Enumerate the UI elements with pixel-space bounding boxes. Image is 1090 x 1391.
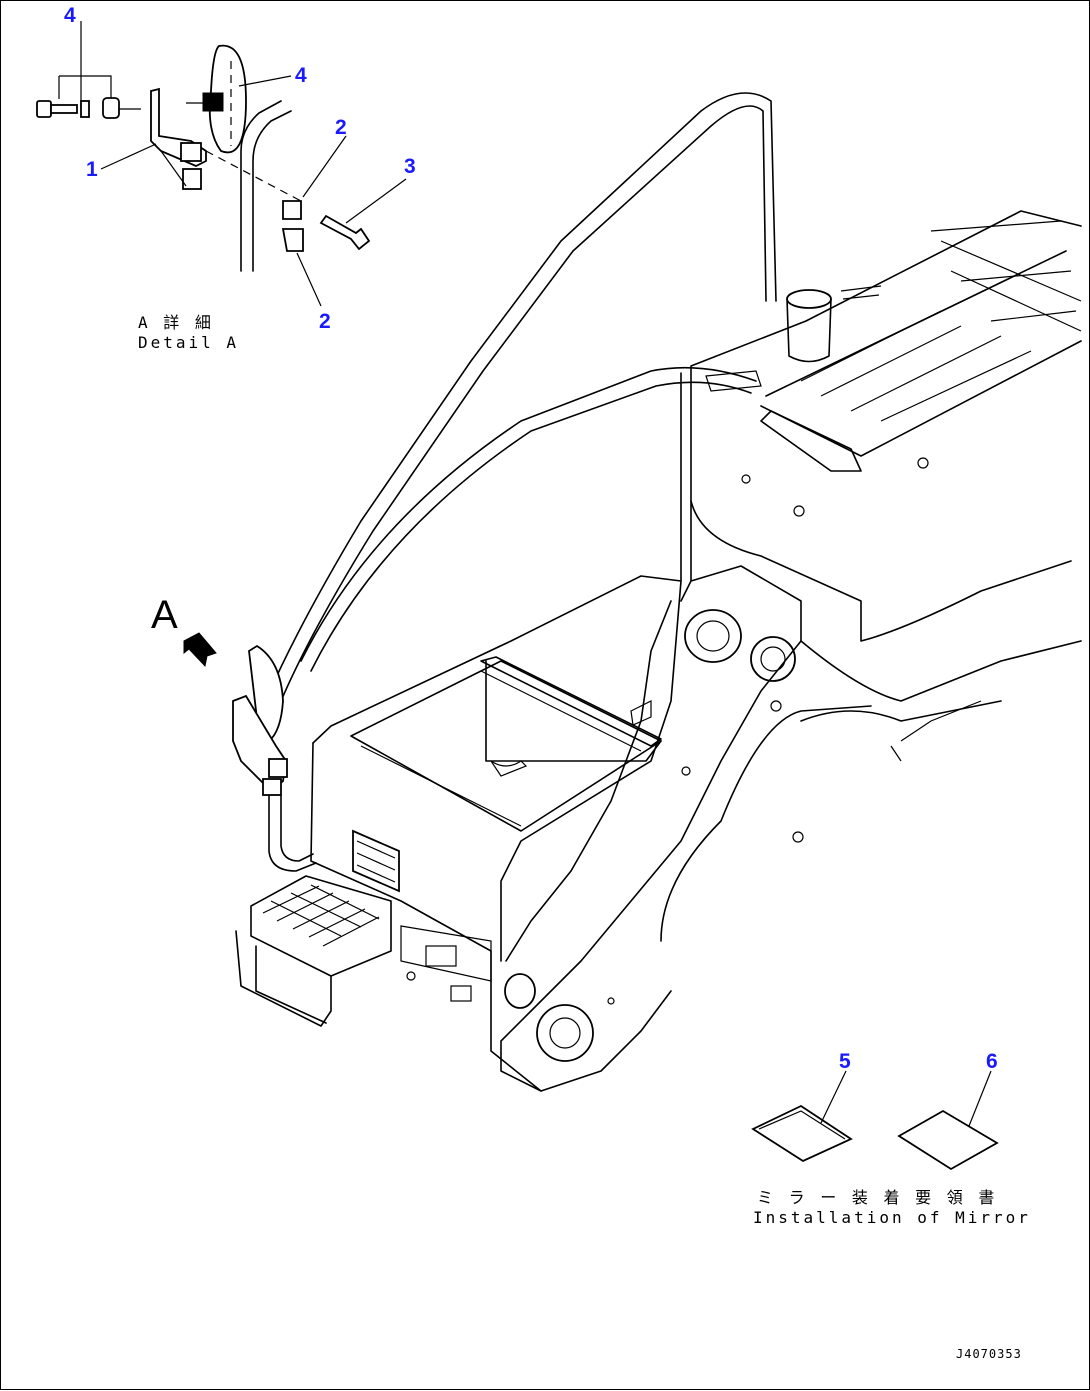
install-caption: ミ ラ ー 装 着 要 領 書 Installation of Mirror: [753, 1188, 1031, 1228]
frame-detail: [890, 700, 982, 762]
callout-2-bottom: 2: [319, 310, 331, 333]
main-handrail: [268, 92, 777, 702]
tank-mark-2: [630, 700, 652, 726]
leader-6: [968, 1070, 992, 1127]
frame-cutout: [660, 705, 872, 942]
callout-4-right: 4: [295, 64, 307, 87]
walkway-grating: [800, 220, 1082, 422]
tank-top-hatch: [360, 670, 642, 827]
callout-1: 1: [86, 158, 98, 181]
revolving-frame: [800, 640, 1082, 722]
instruction-sheets: [751, 1070, 999, 1171]
detail-center-line: [205, 150, 302, 202]
detail-a-caption: A 詳 細 Detail A: [138, 313, 239, 353]
boom-edge: [505, 600, 672, 962]
callout-4-leader-bracket: [58, 21, 112, 109]
access-step: [235, 875, 392, 1027]
callout-5: 5: [839, 1050, 851, 1073]
clamp-part-2: [281, 135, 347, 307]
view-arrow-a: [183, 632, 217, 668]
tank-cap-mark: [490, 760, 528, 777]
install-caption-en: Installation of Mirror: [753, 1208, 1031, 1227]
step-light-box: [400, 925, 492, 1002]
upper-frame-edge: [680, 210, 1082, 582]
bolt-part-3: [319, 178, 407, 251]
drawing-number: J4070353: [956, 1347, 1022, 1361]
detail-a-group: [36, 21, 407, 307]
callout-2-top: 2: [335, 116, 347, 139]
sheet-part-5: [751, 1104, 853, 1163]
handrail-mount: [705, 370, 762, 392]
tank-box-top: [312, 575, 682, 962]
leader-4-right: [238, 75, 292, 87]
leader-5: [820, 1070, 847, 1124]
callout-4-top: 4: [64, 4, 76, 27]
install-caption-jp: ミ ラ ー 装 着 要 領 書: [757, 1188, 998, 1207]
detail-a-caption-en: Detail A: [138, 333, 240, 352]
detail-a-caption-jp: A 詳 細: [138, 313, 214, 332]
fuel-tank-cap: [786, 285, 882, 363]
view-label-a: A: [151, 593, 178, 637]
tank-box-front: [310, 742, 542, 1092]
frame-bolts: [607, 457, 929, 1005]
mirror-disc-part-4: [186, 44, 247, 154]
detail-handrail: [240, 100, 292, 272]
machine-upper-structure: [183, 92, 1082, 1092]
upper-frame-side: [690, 500, 1072, 642]
boom-pin-bosses: [504, 609, 796, 1062]
tank-top-ridge: [480, 656, 662, 747]
deck-edge: [760, 410, 862, 472]
walkway-deck: [760, 250, 1082, 457]
bolt-part-4: [36, 97, 141, 119]
callout-3: 3: [404, 155, 416, 178]
leader-1: [100, 143, 157, 170]
boom-side-plate: [500, 565, 802, 1092]
mirror-bracket-part-1: [150, 87, 207, 190]
installed-mirror-assembly: [232, 644, 317, 872]
tank-top-rear: [485, 660, 662, 762]
tank-top-panel: [350, 660, 662, 832]
sheet-part-6: [897, 1109, 999, 1171]
callout-6: 6: [986, 1050, 998, 1073]
side-vent-grille: [352, 829, 400, 893]
